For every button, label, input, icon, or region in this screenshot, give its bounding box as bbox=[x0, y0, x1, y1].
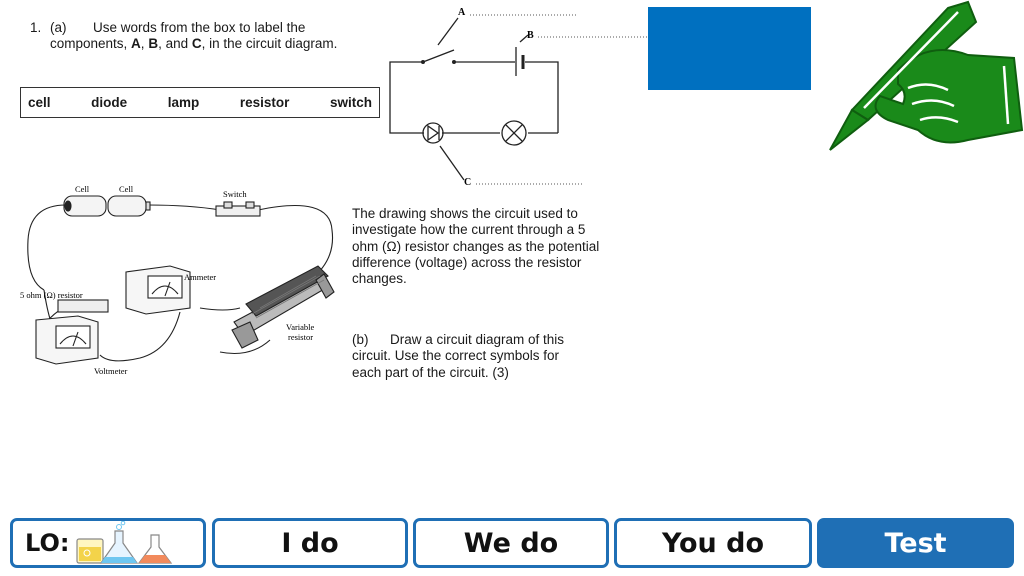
lo-panel: LO: bbox=[10, 518, 206, 568]
drawing-label-resistor: 5 ohm (Ω) resistor bbox=[20, 290, 83, 300]
line2-suffix: , in the circuit diagram. bbox=[201, 36, 338, 51]
question-number: 1. bbox=[30, 20, 42, 35]
label-B-bold: B bbox=[148, 36, 159, 51]
writing-hand-icon bbox=[829, 0, 1024, 151]
drawing-label-cell1: Cell bbox=[75, 184, 90, 194]
line2-prefix: components, bbox=[50, 36, 132, 51]
lo-label: LO: bbox=[25, 529, 70, 557]
blue-answer-box bbox=[648, 7, 811, 90]
drawing-label-resistor2: resistor bbox=[288, 332, 313, 342]
drawing-label-cell2: Cell bbox=[119, 184, 134, 194]
label-A-bold: A bbox=[131, 36, 141, 51]
test-button[interactable]: Test bbox=[817, 518, 1014, 568]
word-lamp: lamp bbox=[167, 95, 200, 110]
word-diode: diode bbox=[91, 95, 128, 110]
part-b-text: Draw a circuit diagram of this circuit. … bbox=[352, 332, 565, 380]
description-paragraph: The drawing shows the circuit used to in… bbox=[352, 206, 600, 287]
label-C-bold: C bbox=[191, 36, 202, 51]
word-cell: cell bbox=[28, 95, 51, 110]
drawing-label-voltmeter: Voltmeter bbox=[94, 366, 128, 376]
science-flasks-icon bbox=[76, 521, 173, 564]
diagram-label-b: B bbox=[527, 30, 534, 41]
part-a-line2: components, A, B, and C, in the circuit … bbox=[50, 36, 410, 52]
you-do-button[interactable]: You do bbox=[614, 518, 812, 568]
line2-sep2: , and bbox=[158, 36, 192, 51]
word-resistor: resistor bbox=[239, 95, 290, 110]
diagram-label-a: A bbox=[458, 7, 466, 18]
i-do-button[interactable]: I do bbox=[212, 518, 408, 568]
word-box: cell diode lamp resistor switch bbox=[20, 87, 380, 118]
part-b-label: (b) bbox=[352, 332, 369, 347]
drawing-label-switch: Switch bbox=[223, 189, 247, 199]
line2-sep1: , bbox=[140, 36, 149, 51]
circuit-diagram: A B C bbox=[389, 7, 648, 188]
question-1b: (b)Draw a circuit diagram of this circui… bbox=[352, 332, 592, 381]
diagram-label-c: C bbox=[464, 177, 471, 188]
word-switch: switch bbox=[329, 95, 372, 110]
drawing-label-variable: Variable bbox=[286, 322, 315, 332]
part-a-line1: Use words from the box to label the bbox=[93, 20, 306, 35]
we-do-button[interactable]: We do bbox=[413, 518, 609, 568]
apparatus-drawing: Cell Cell Switch Ammeter 5 ohm (Ω) resis… bbox=[20, 184, 335, 376]
part-a-label: (a) bbox=[50, 20, 67, 35]
drawing-label-ammeter: Ammeter bbox=[184, 272, 216, 282]
